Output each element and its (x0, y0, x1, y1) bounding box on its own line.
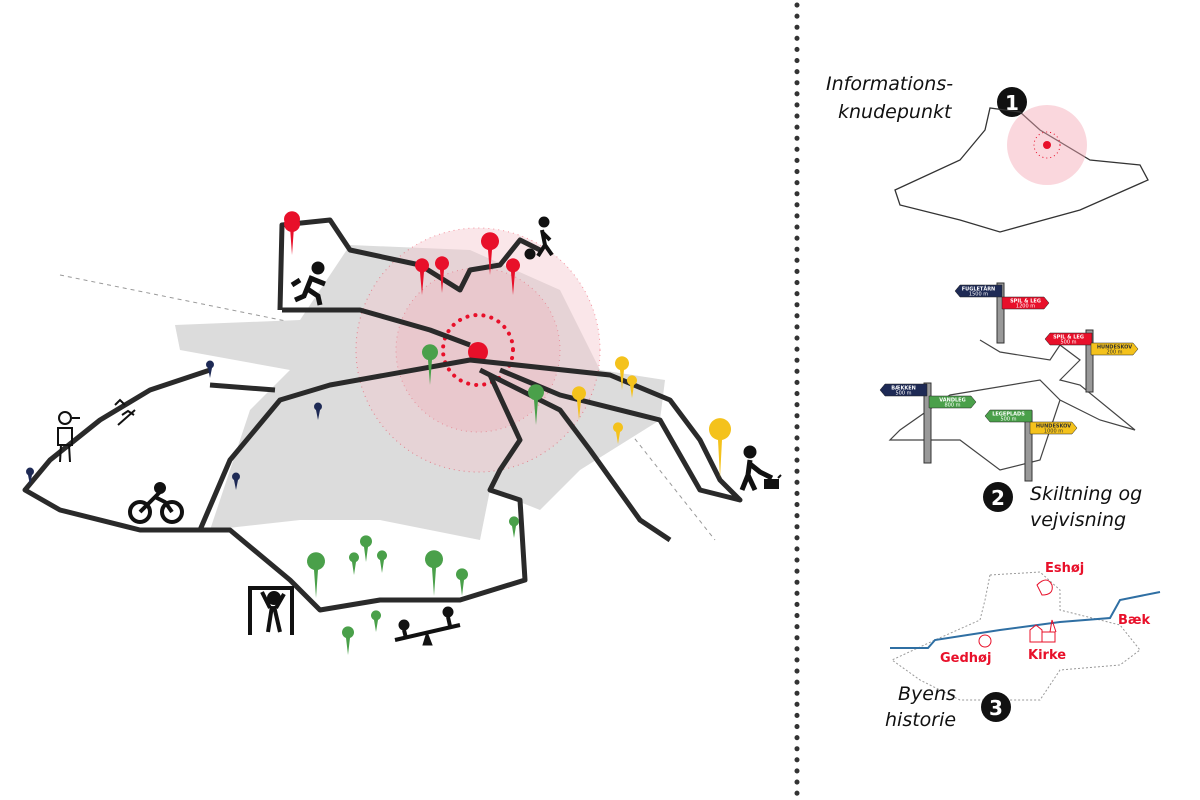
panel-2-number-badge (983, 482, 1013, 512)
dog-walker-icon (739, 445, 782, 492)
yellow-pin[interactable] (615, 356, 630, 390)
panel-1-title-line1: Informations- (826, 73, 953, 95)
sign-distance: 500 m (1000, 417, 1016, 423)
hill-gedhoj-icon (978, 634, 992, 648)
town-area (175, 245, 665, 540)
label-baek: Bæk (1118, 613, 1151, 628)
panel-2-title-line2: vejvisning (1030, 509, 1126, 531)
signpost-pole (996, 282, 1005, 344)
red-pin[interactable] (480, 232, 499, 275)
green-pin[interactable] (341, 626, 354, 655)
label-gedhoj: Gedhøj (940, 651, 991, 666)
red-pin[interactable] (506, 258, 521, 295)
red-pin[interactable] (415, 258, 430, 295)
sign-label: LEGEPLADS (992, 412, 1025, 418)
green-pin[interactable] (422, 344, 438, 385)
sign-label: HUNDESKOV (1097, 345, 1132, 351)
mini-info-ring (1033, 131, 1061, 159)
navy-pin[interactable] (25, 467, 34, 485)
sign-distance: 1200 m (1016, 304, 1035, 310)
seesaw-icon (394, 606, 461, 646)
panel-3-title-line1: Byens (898, 683, 956, 705)
label-kirke: Kirke (1028, 648, 1066, 663)
dashed-line (59, 274, 331, 331)
green-pin[interactable] (509, 516, 519, 538)
navy-pin[interactable] (205, 360, 214, 378)
cyclist-icon (128, 482, 184, 524)
red-pin[interactable] (434, 256, 450, 293)
green-pin[interactable] (306, 552, 325, 598)
sign-distance: 1000 m (1044, 429, 1063, 435)
mini-route (888, 339, 1136, 471)
yellow-pin[interactable] (627, 375, 637, 398)
birds-icon (114, 398, 136, 426)
green-pin[interactable] (377, 550, 387, 573)
routes (22, 217, 743, 613)
church-icon (1029, 619, 1057, 643)
sign-label: VANDLEG (939, 398, 965, 404)
navy-pin[interactable] (314, 402, 322, 420)
hill-eshoj-icon (1036, 579, 1053, 596)
walking-person-icon (524, 216, 554, 260)
sign-label: SPIL & LEG (1010, 299, 1041, 305)
yellow-pin[interactable] (613, 422, 624, 444)
panel-1-number: 1 (1005, 91, 1019, 115)
green-pin[interactable] (360, 535, 372, 562)
red-pin[interactable] (283, 211, 301, 255)
yellow-pin[interactable] (708, 418, 731, 478)
panel-2-title-line1: Skiltning og (1030, 483, 1142, 505)
panel-3-title-line2: historie (885, 709, 956, 731)
info-ring (441, 313, 515, 387)
pins (25, 211, 731, 655)
sign-label: FUGLETÅRN (962, 286, 996, 293)
panel-3-number: 3 (989, 696, 1003, 720)
sign-distance: 200 m (1106, 350, 1122, 356)
panel-info-node: Informations- knudepunkt 1 (826, 73, 1149, 233)
green-pin[interactable] (370, 610, 381, 632)
label-eshoj: Eshøj (1045, 561, 1084, 576)
dashed-line (619, 419, 716, 541)
binoculars-person-icon (57, 411, 80, 463)
sign-label: SPIL & LEG (1053, 335, 1084, 341)
fitness-frame-icon (248, 586, 294, 635)
stream-line (890, 591, 1161, 649)
panel-3-number-badge (981, 692, 1011, 722)
running-person-icon (290, 261, 326, 306)
mini-town-outline-dotted (891, 571, 1141, 701)
green-pin[interactable] (455, 568, 468, 596)
sign-distance: 500 m (895, 391, 911, 397)
signpost-pole (923, 382, 932, 464)
yellow-pin[interactable] (571, 386, 586, 420)
green-pin[interactable] (349, 552, 360, 575)
mini-info-point (1043, 141, 1051, 149)
sign-distance: 1500 m (969, 292, 988, 298)
panel-2-number: 2 (991, 486, 1005, 510)
mini-town-outline (894, 107, 1149, 233)
green-pin[interactable] (528, 384, 544, 425)
sign-distance: 500 m (1060, 340, 1076, 346)
sign-label: HUNDESKOV (1036, 424, 1071, 430)
sign-label: BÆKKEN (891, 386, 916, 392)
green-pin[interactable] (425, 550, 443, 596)
panel-1-title-line2: knudepunkt (838, 101, 953, 123)
panel-history: Eshøj Bæk Gedhøj Kirke Byens historie 3 (885, 561, 1161, 731)
sign-distance: 800 m (944, 403, 960, 409)
signpost-pole (1085, 329, 1094, 393)
info-point (468, 342, 488, 362)
main-map (22, 211, 782, 655)
navy-pin[interactable] (231, 472, 240, 490)
